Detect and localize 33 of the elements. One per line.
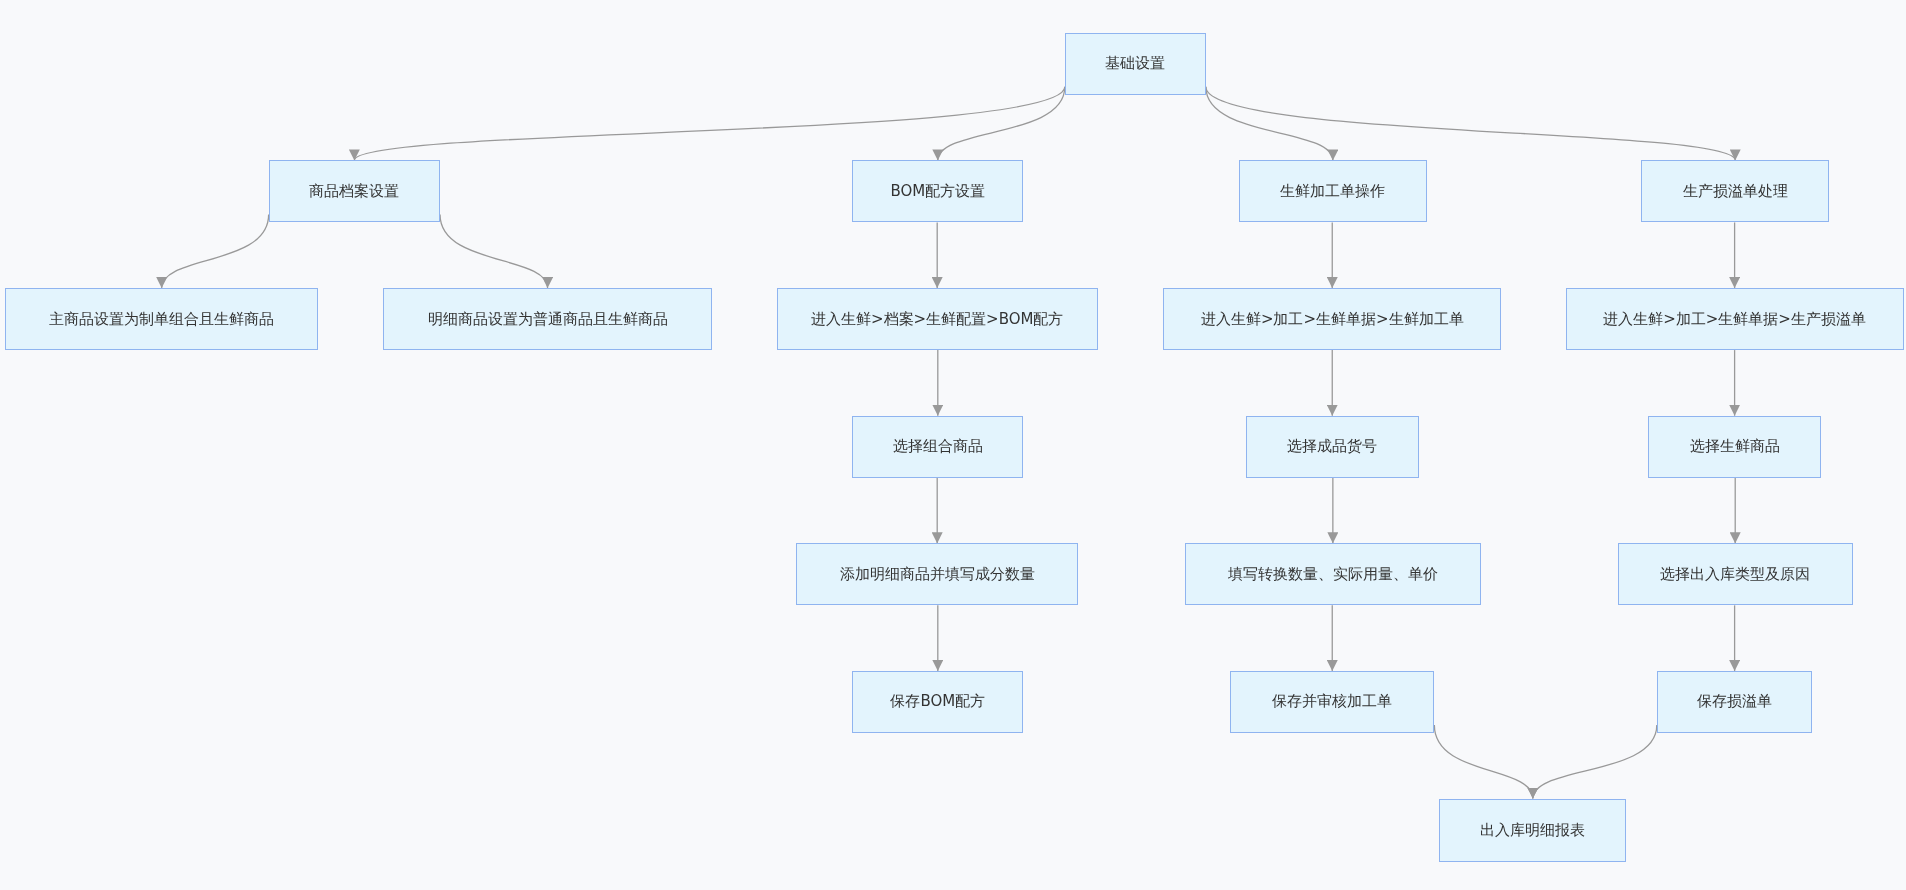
arrow <box>931 221 943 289</box>
arrow <box>1326 349 1338 417</box>
process-box: 生鲜加工单操作 <box>1238 160 1428 223</box>
process-box: 选择成品货号 <box>1245 415 1419 478</box>
process-box: 填写转换数量、实际用量、单价 <box>1185 543 1481 606</box>
process-box: 基础设置 <box>1064 32 1206 95</box>
process-box: 选择生鲜商品 <box>1648 415 1821 478</box>
process-box: 进入生鲜>加工>生鲜单据>生产损溢单 <box>1565 288 1904 351</box>
process-box: 添加明细商品并填写成分数量 <box>796 543 1079 606</box>
process-box: 商品档案设置 <box>268 160 440 223</box>
arrow <box>159 213 270 289</box>
arrow <box>1729 349 1741 417</box>
process-box: 进入生鲜>加工>生鲜单据>生鲜加工单 <box>1163 288 1502 351</box>
arrow <box>1729 221 1741 289</box>
arrow <box>931 477 943 544</box>
arrow <box>1326 604 1338 672</box>
process-box: 出入库明细报表 <box>1439 798 1627 862</box>
process-box: 选择组合商品 <box>852 415 1024 478</box>
arrow <box>932 349 944 417</box>
arrow <box>932 604 944 672</box>
process-box: 进入生鲜>档案>生鲜配置>BOM配方 <box>776 288 1098 351</box>
process-box: 主商品设置为制单组合且生鲜商品 <box>4 288 319 351</box>
process-box: 生产损溢单处理 <box>1641 160 1830 223</box>
process-box: 选择出入库类型及原因 <box>1617 543 1853 606</box>
arrow <box>1327 477 1339 544</box>
process-box: 保存BOM配方 <box>852 671 1024 733</box>
process-box: BOM配方设置 <box>852 160 1024 223</box>
arrow <box>1729 477 1741 544</box>
process-box: 明细商品设置为普通商品且生鲜商品 <box>382 288 713 351</box>
arrow <box>1326 221 1338 289</box>
process-box: 保存并审核加工单 <box>1230 671 1435 733</box>
arrow <box>1729 604 1741 672</box>
process-box: 保存损溢单 <box>1656 671 1813 733</box>
